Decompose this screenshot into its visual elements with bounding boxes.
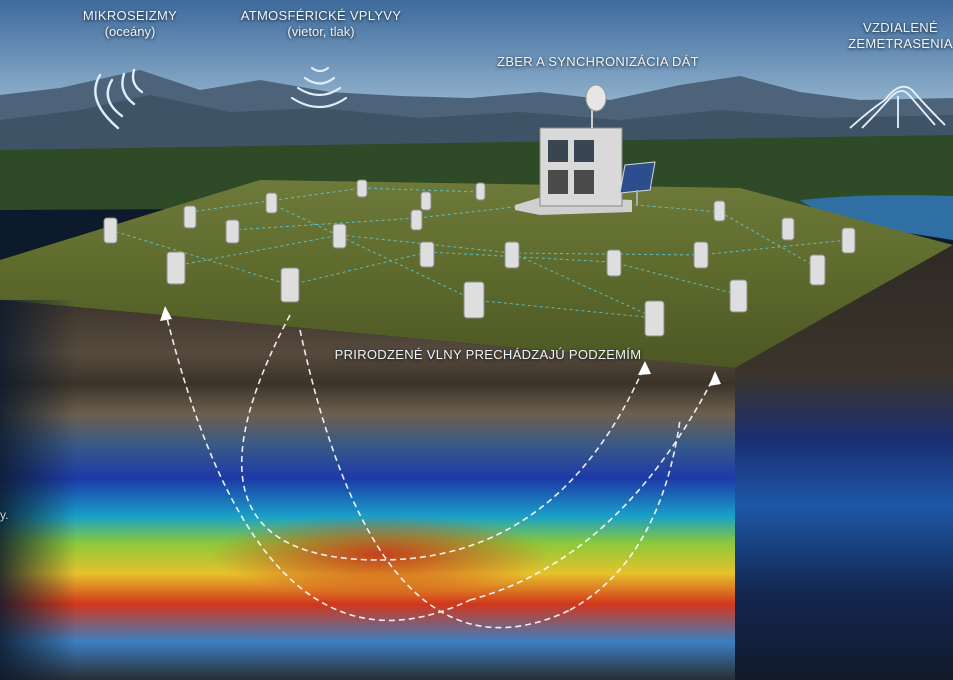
wind-wave-icon [290, 66, 348, 109]
microseisms-label: MIKROSEIZMY (oceány) [60, 8, 200, 41]
waves-caption: PRIRODZENÉ VLNY PRECHÁDZAJÚ PODZEMÍM [334, 347, 642, 362]
sensors [103, 179, 856, 337]
atmospheric-title: ATMOSFÉRICKÉ VPLYVY [240, 8, 402, 23]
lake [800, 195, 953, 240]
edge-text: y. [0, 508, 9, 522]
mountain-wave-icon [849, 85, 946, 129]
left-shadow [0, 300, 953, 680]
data-station [515, 127, 632, 215]
atmospheric-subtitle: (vietor, tlak) [287, 24, 355, 40]
wave-arrowheads [160, 306, 721, 386]
solar-panel-icon [619, 161, 656, 205]
wave-rays [164, 309, 716, 629]
sync-title: ZBER A SYNCHRONIZÁCIA DÁT [497, 54, 699, 69]
satellite-dish-icon [585, 84, 607, 128]
earthquakes-label: VZDIALENÉ ZEMETRASENIA [838, 20, 953, 53]
microseisms-subtitle: (oceány) [104, 24, 156, 40]
earthquakes-title-line1: VZDIALENÉ [863, 20, 938, 35]
earthquakes-title-line2: ZEMETRASENIA [848, 36, 953, 52]
sync-label: ZBER A SYNCHRONIZÁCIA DÁT [488, 54, 708, 70]
sensor-network [109, 187, 849, 319]
atmospheric-label: ATMOSFÉRICKÉ VPLYVY (vietor, tlak) [226, 8, 416, 41]
sound-wave-icon [94, 68, 144, 130]
microseisms-title: MIKROSEIZMY [82, 8, 178, 23]
